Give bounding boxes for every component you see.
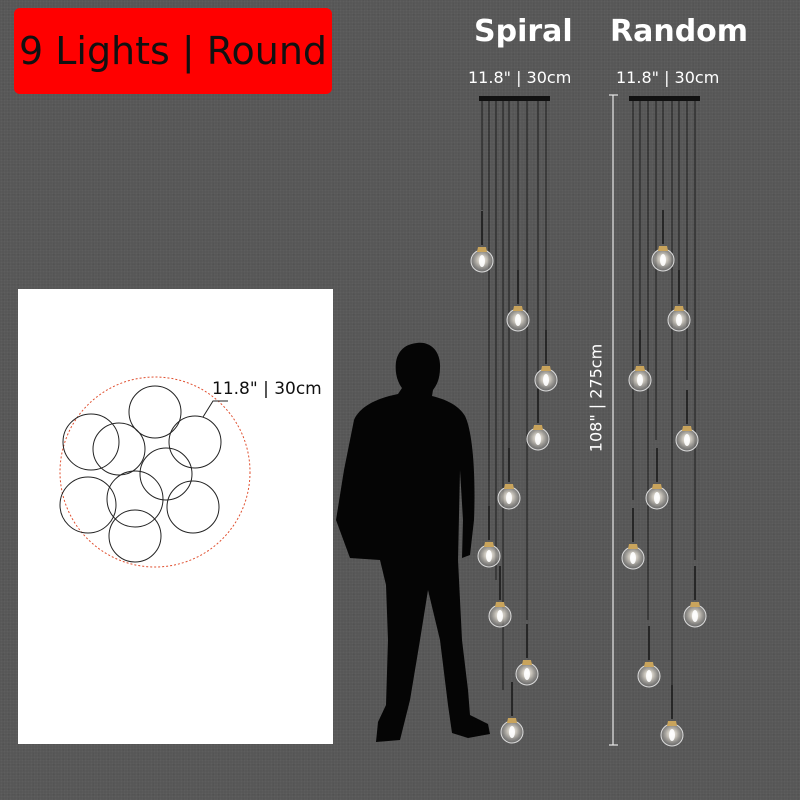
height-dimension [609,94,618,746]
spiral-canopy [479,96,550,101]
pendant-bulb-icon [637,625,661,688]
diameter-leader-line [202,400,228,418]
random-canopy [629,96,700,101]
pendant-bulb-icon [515,623,539,686]
outer-dashed-circle [59,376,251,568]
spiral-pendants [470,210,558,744]
spiral-heading: Spiral [474,14,573,49]
pendant-bulb-icon [506,269,530,332]
pendant-bulb-icon [660,684,684,747]
pendant-bulb-icon [651,209,675,272]
plan-diagram [59,376,251,568]
spiral-width-label: 11.8" | 30cm [468,68,572,87]
random-width-label: 11.8" | 30cm [616,68,720,87]
pendant-bulb-icon [645,447,669,510]
pendant-bulb-icon [526,388,550,451]
product-variant-badge: 9 Lights | Round [14,8,332,94]
pendant-bulb-icon [500,681,524,744]
plan-circle-icon [166,480,220,534]
plan-circle-icon [106,470,164,528]
plan-circle-icon [168,415,222,469]
pendant-bulb-icon [477,505,501,568]
random-heading: Random [610,14,749,49]
pendant-bulb-icon [488,565,512,628]
top-view-panel: 11.8" | 30cm [18,289,333,744]
random-pendants [621,209,707,747]
plan-circle-icon [92,422,146,476]
plan-circle-icon [62,413,120,471]
variant-label: 9 Lights | Round [18,29,328,73]
pendant-bulb-icon [683,565,707,628]
person-silhouette-icon [336,342,490,742]
plan-circle-icon [128,385,182,439]
pendant-bulb-icon [497,447,521,510]
pendant-bulb-icon [621,507,645,570]
plan-circle-icon [59,476,117,534]
plan-circle-icon [139,447,193,501]
pendant-bulb-icon [470,210,494,273]
plan-circle-icon [108,509,162,563]
plan-diameter-label: 11.8" | 30cm [212,379,322,399]
